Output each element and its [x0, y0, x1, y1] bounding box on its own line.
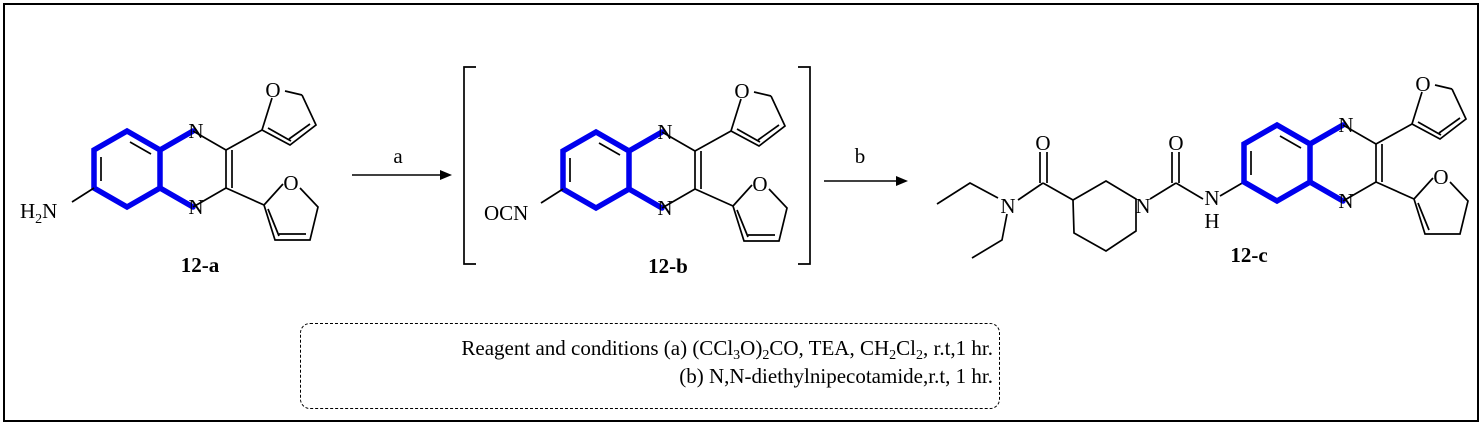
atom-o: O [1168, 131, 1183, 155]
atom-o: O [1035, 131, 1050, 155]
conditions-box: Reagent and conditions (a) (CCl3O)2CO, T… [300, 323, 1000, 409]
atom-o: O [734, 79, 749, 103]
atom-n: N [657, 120, 672, 144]
atom-n: N [188, 119, 203, 143]
subscript: 2 [762, 348, 770, 363]
reaction-arrow-b: b [824, 144, 908, 186]
atom-n: N [657, 196, 672, 220]
atom-o: O [1433, 165, 1448, 189]
conditions-text: , r.t,1 hr. [922, 336, 993, 360]
conditions-text: Reagent and conditions (a) (CCl [461, 336, 734, 360]
compound-12c: O N N O N H N N O O 12-c [936, 72, 1469, 267]
step-label-b: b [855, 144, 866, 168]
step-label-a: a [393, 144, 403, 168]
conditions-line-a: Reagent and conditions (a) (CCl3O)2CO, T… [301, 334, 993, 363]
compound-12a: N N O O H2N 12-a [20, 78, 319, 277]
compound-label-12b: 12-b [648, 254, 688, 278]
outer-frame [3, 3, 1479, 422]
subscript: 3 [733, 348, 741, 363]
subscript: 2 [915, 348, 923, 363]
subscript: 2 [889, 348, 897, 363]
atom-n: N [188, 195, 203, 219]
compound-label-12a: 12-a [181, 253, 220, 277]
atom-o: O [752, 172, 767, 196]
atom-o: O [1415, 72, 1430, 96]
compound-12b: N N O O OCN 12-b [463, 66, 811, 278]
conditions-text: O) [740, 336, 763, 360]
atom-n: N [1135, 194, 1150, 218]
conditions-text: CO, TEA, CH [769, 336, 890, 360]
isocyanate-label: OCN [484, 201, 528, 225]
atom-n: N [1204, 186, 1219, 210]
atom-h: H [1204, 209, 1219, 233]
atom-n: N [1338, 113, 1353, 137]
atom-o: O [283, 171, 298, 195]
amine-label: H2N [20, 199, 57, 227]
reaction-arrow-a: a [352, 144, 452, 180]
atom-o: O [265, 78, 280, 102]
atom-n: N [1338, 189, 1353, 213]
conditions-text: Cl [896, 336, 916, 360]
compound-label-12c: 12-c [1230, 243, 1267, 267]
conditions-line-b: (b) N,N-diethylnipecotamide,r.t, 1 hr. [679, 364, 993, 388]
atom-n: N [1000, 194, 1015, 218]
